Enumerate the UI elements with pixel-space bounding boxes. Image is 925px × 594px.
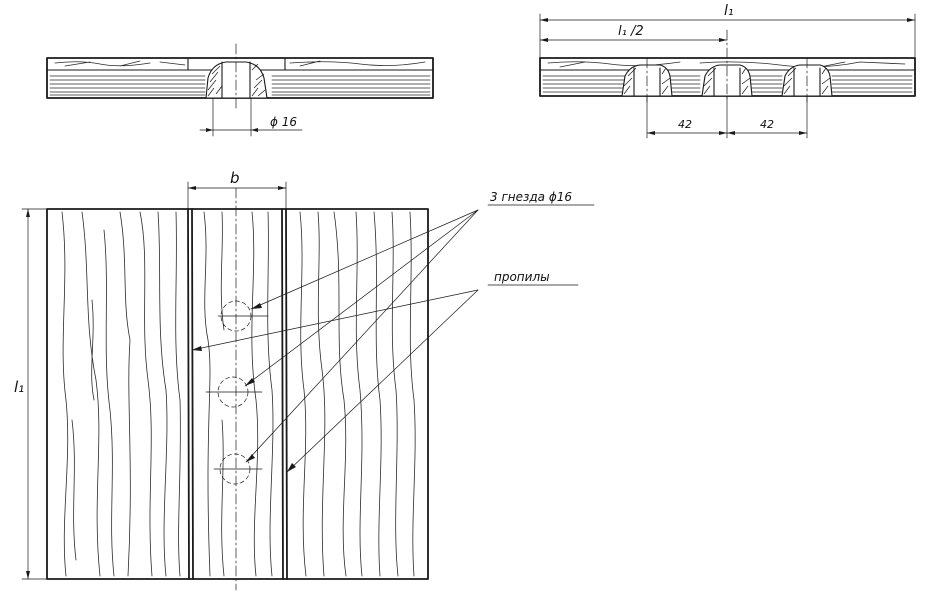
section-hole-2 bbox=[701, 29, 753, 103]
plan-outline bbox=[46, 208, 429, 580]
half-length-label: l₁ /2 bbox=[618, 24, 644, 39]
cut-right bbox=[281, 208, 288, 580]
hole-1 bbox=[217, 300, 269, 332]
diameter-dimension: ϕ 16 bbox=[199, 97, 303, 137]
section-hole-1 bbox=[621, 57, 673, 103]
cuts-callout: пропилы bbox=[191, 270, 579, 473]
plan-grain bbox=[61, 211, 416, 577]
plan-view: b l₁ 3 гнезда ϕ16 bbox=[14, 169, 595, 591]
length-dimension: l₁ bbox=[539, 3, 916, 59]
section-hole bbox=[205, 43, 268, 109]
holes-callout: 3 гнезда ϕ16 bbox=[244, 190, 595, 463]
length-label: l₁ bbox=[724, 3, 734, 19]
width-label: b bbox=[230, 169, 240, 187]
section-view-three-holes: l₁ l₁ /2 42 42 bbox=[539, 3, 916, 139]
spacing-right-label: 42 bbox=[760, 118, 774, 131]
spacing-dimension: 42 42 bbox=[646, 95, 808, 139]
cuts-callout-label: пропилы bbox=[494, 270, 550, 284]
board-grain bbox=[49, 57, 431, 96]
half-length-dimension: l₁ /2 bbox=[539, 24, 728, 42]
height-label: l₁ bbox=[14, 378, 24, 396]
board-grain-right bbox=[542, 61, 913, 93]
diameter-label: ϕ 16 bbox=[270, 115, 297, 129]
hole-2 bbox=[205, 376, 263, 408]
section-hole-3 bbox=[781, 57, 833, 103]
height-dimension: l₁ bbox=[14, 208, 48, 580]
cut-left bbox=[187, 208, 194, 580]
hole-3 bbox=[213, 453, 263, 485]
holes-callout-label: 3 гнезда ϕ16 bbox=[490, 190, 572, 204]
width-dimension: b bbox=[187, 169, 287, 210]
section-view-single-hole: ϕ 16 bbox=[46, 43, 434, 137]
spacing-left-label: 42 bbox=[678, 118, 692, 131]
